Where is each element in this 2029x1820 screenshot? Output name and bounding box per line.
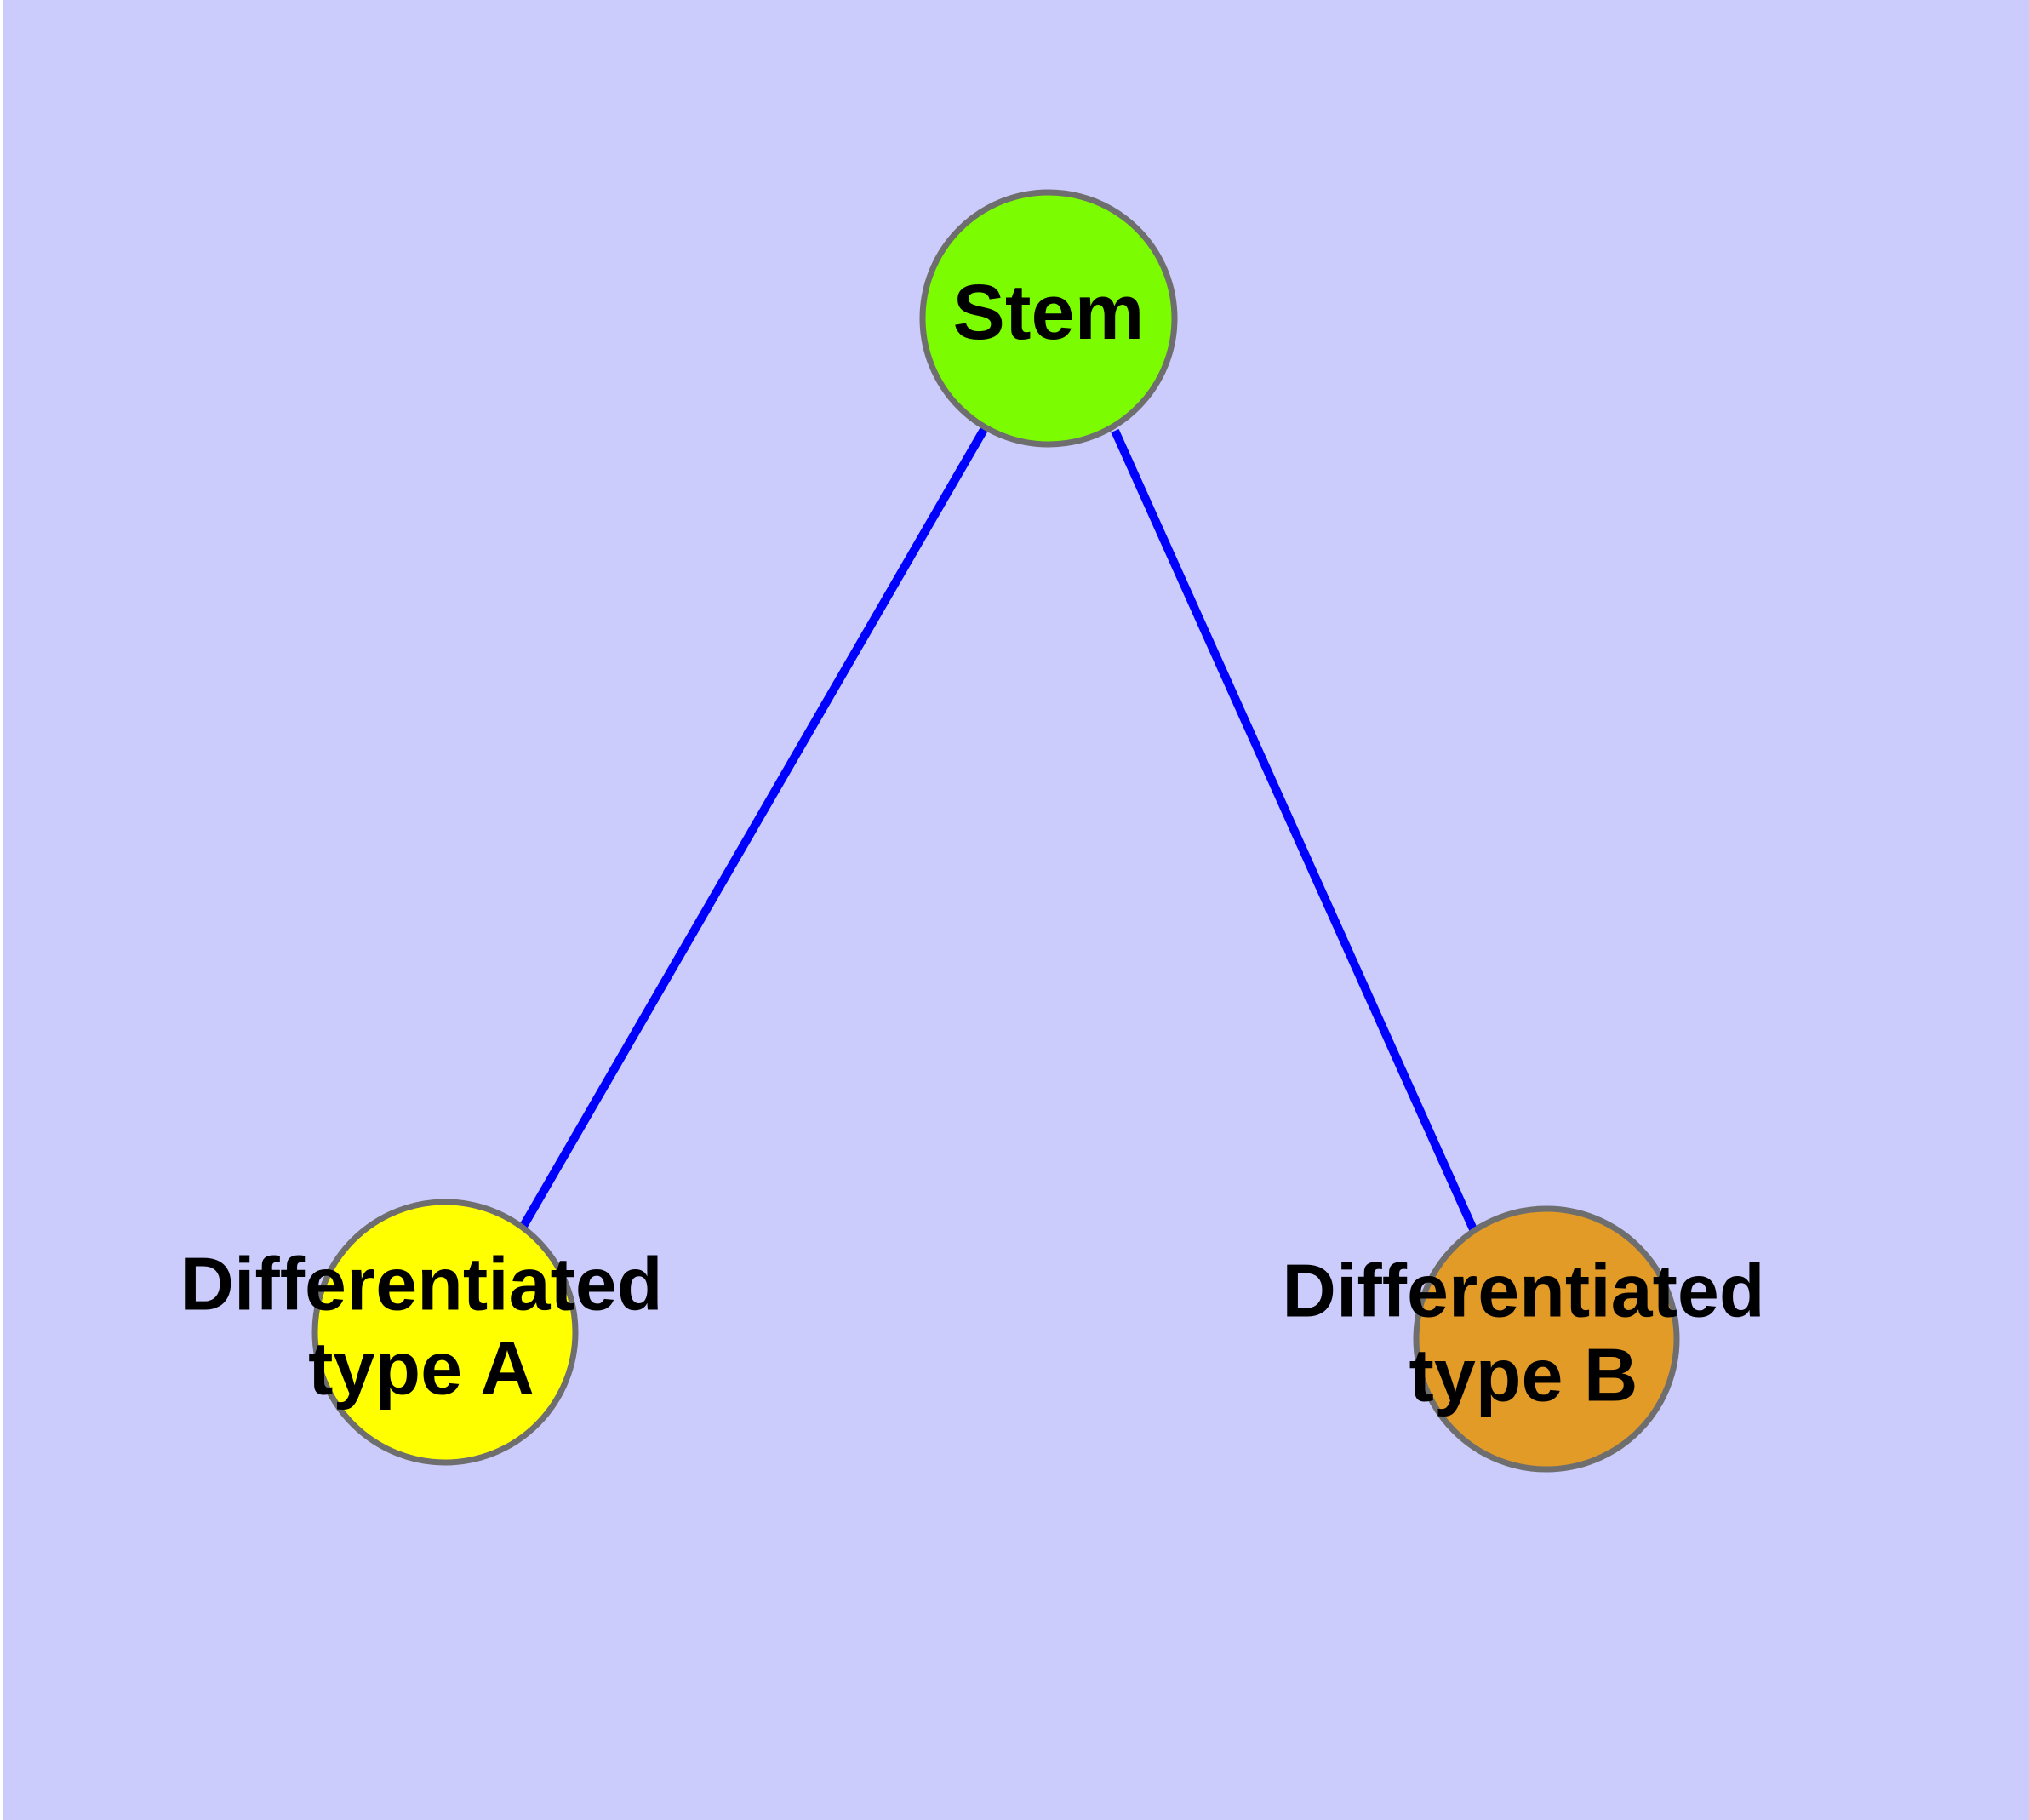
node-differentiated-type-b-circle[interactable]	[1413, 1205, 1680, 1473]
edge-layer	[518, 426, 1477, 1232]
node-label-line: Stem	[953, 269, 1145, 356]
node-differentiated-type-a-circle[interactable]	[311, 1199, 579, 1466]
node-label-line: Differentiated	[180, 1242, 662, 1326]
node-stem[interactable]: Stem	[919, 189, 1178, 448]
node-label-line: type B	[1409, 1333, 1638, 1417]
edge-stem-to-differentiated-type-a[interactable]	[518, 426, 989, 1230]
edge-stem-to-differentiated-type-b[interactable]	[1111, 428, 1477, 1232]
node-label-line: type A	[308, 1326, 534, 1411]
node-label-line: Differentiated	[1282, 1249, 1764, 1333]
node-stem-circle[interactable]	[919, 189, 1178, 448]
node-stem-label: Stem	[953, 269, 1145, 356]
